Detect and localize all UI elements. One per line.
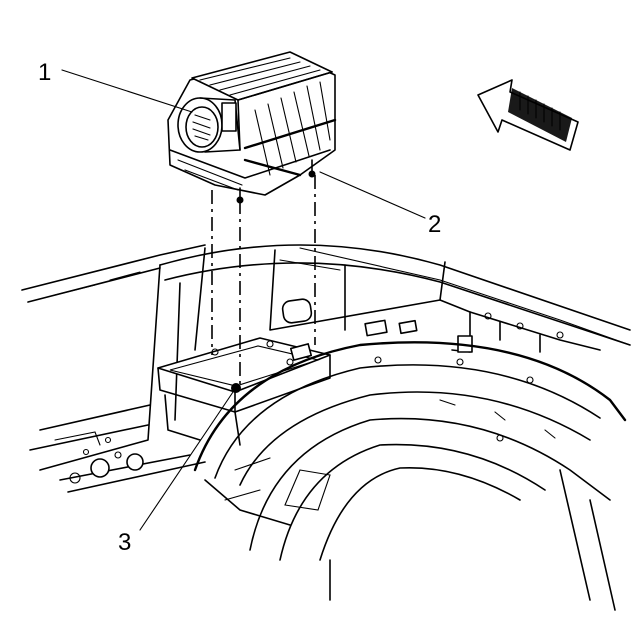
leader-line-2 — [319, 171, 426, 219]
alignment-lines — [211, 175, 316, 385]
vehicle-body-structure — [21, 244, 631, 611]
callout-3: 3 — [118, 529, 131, 556]
callout-1: 1 — [38, 59, 51, 86]
leader-line-1 — [61, 69, 193, 113]
leader-line-3 — [139, 391, 234, 531]
air-cleaner-assembly — [167, 51, 337, 204]
leader-lines — [61, 69, 426, 531]
callout-2: 2 — [428, 211, 441, 238]
front-direction-arrow-icon — [477, 79, 579, 151]
